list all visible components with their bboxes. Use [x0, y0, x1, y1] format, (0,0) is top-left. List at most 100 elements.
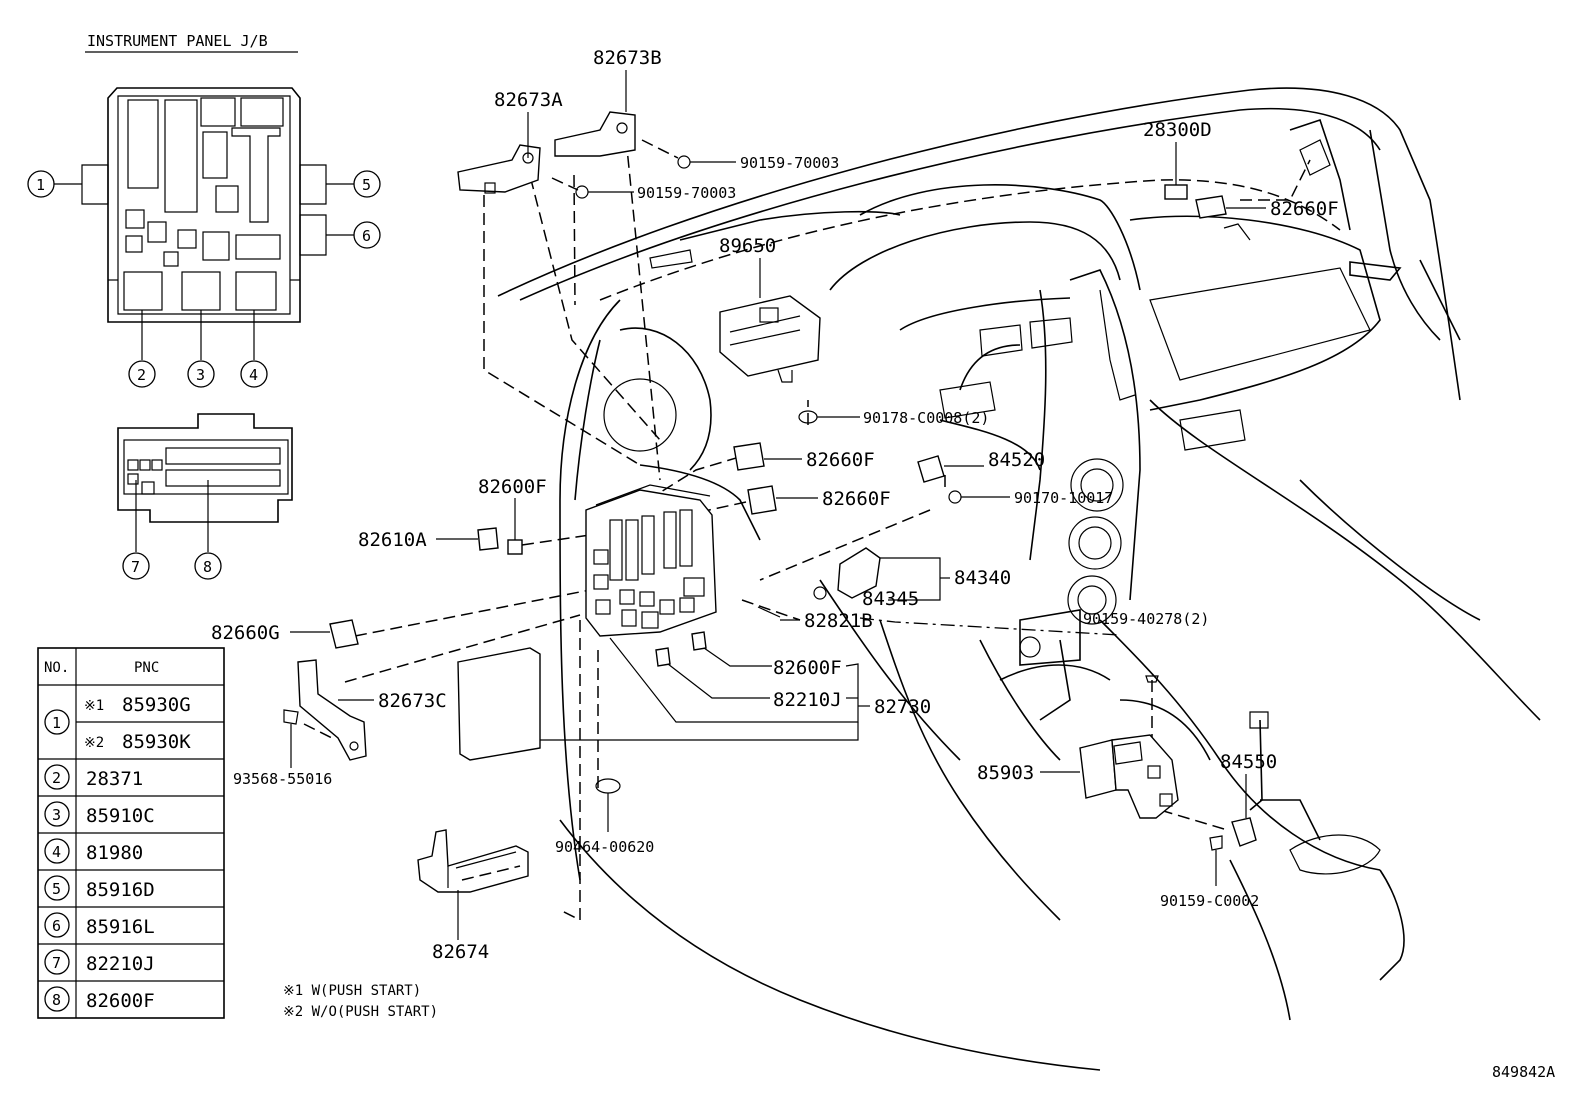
screw-icon	[551, 177, 634, 199]
nut-icon	[948, 490, 1010, 504]
part-82660g	[290, 619, 359, 649]
jb-callout-4: 4	[240, 310, 268, 388]
label-82821b: 82821B	[804, 610, 873, 632]
label-90178-c0008: 90178-C0008(2)	[863, 409, 989, 427]
table-row-no: 2	[52, 769, 61, 787]
svg-text:4: 4	[249, 366, 258, 384]
part-82673b-bracket	[554, 70, 636, 157]
table-row-pnc: 85930K	[122, 731, 191, 753]
part-82210j	[655, 647, 770, 699]
table-row-no: 4	[52, 843, 61, 861]
label-93568-55016: 93568-55016	[233, 770, 332, 788]
bolt-icon	[283, 709, 299, 768]
svg-text:6: 6	[362, 227, 371, 245]
part-82660f-a	[733, 442, 802, 471]
label-82673c: 82673C	[378, 690, 447, 712]
clamp-icon	[595, 778, 621, 832]
label-82600f-a: 82600F	[478, 476, 547, 498]
label-82673a: 82673A	[494, 89, 563, 111]
label-82660g: 82660G	[211, 622, 280, 644]
table-row-no: 1	[52, 714, 61, 732]
table-row-mark: ※2	[84, 735, 104, 751]
part-84340-switch	[813, 547, 950, 601]
part-82600f-b	[691, 631, 772, 667]
leader-82730	[538, 637, 870, 741]
label-90159-40278: 90159-40278(2)	[1083, 610, 1209, 628]
label-82673b: 82673B	[593, 47, 662, 69]
label-82600f-b: 82600F	[773, 657, 842, 679]
label-82660f-b: 82660F	[822, 488, 891, 510]
table-row-no: 3	[52, 806, 61, 824]
part-82610a	[436, 527, 499, 551]
svg-text:7: 7	[131, 558, 140, 576]
label-28300d: 28300D	[1143, 119, 1212, 141]
diagram-code: 849842A	[1492, 1063, 1555, 1081]
screw-icon	[1209, 835, 1223, 886]
part-28300d-connector	[1164, 142, 1188, 200]
label-85903: 85903	[977, 762, 1034, 784]
table-row-pnc: 82210J	[86, 953, 155, 975]
note-without-push-start: ※2 W/O(PUSH START)	[283, 1004, 438, 1020]
jb-callout-8: 8	[194, 480, 222, 580]
svg-text:2: 2	[137, 366, 146, 384]
table-header-pnc: PNC	[134, 660, 159, 676]
table-row-pnc: 28371	[86, 768, 143, 790]
part-84550-switch	[1231, 774, 1257, 847]
svg-text:1: 1	[36, 176, 45, 194]
part-85903-module	[1040, 734, 1179, 819]
part-89650-module	[719, 258, 821, 383]
table-row-pnc: 85910C	[86, 805, 155, 827]
jb-callout-3: 3	[187, 310, 215, 388]
label-89650: 89650	[719, 235, 776, 257]
junction-block-top-view	[81, 87, 327, 323]
label-90159-70003-b: 90159-70003	[637, 184, 736, 202]
svg-text:5: 5	[362, 176, 371, 194]
jb-callout-6: 6	[326, 221, 381, 249]
table-header-no: NO.	[44, 660, 69, 676]
bolt-icon	[1145, 675, 1159, 683]
jb-callout-2: 2	[128, 310, 156, 388]
label-84345: 84345	[862, 588, 919, 610]
svg-text:3: 3	[196, 366, 205, 384]
label-82660f-a: 82660F	[806, 449, 875, 471]
jb-callout-1: 1	[27, 170, 82, 198]
part-82660f-b	[747, 485, 818, 515]
label-90159-c0002: 90159-C0002	[1160, 892, 1259, 910]
table-row-pnc: 85916L	[86, 916, 155, 938]
label-90159-70003-a: 90159-70003	[740, 154, 839, 172]
jb-callout-7: 7	[122, 480, 150, 580]
part-82660f-top	[1195, 195, 1266, 241]
label-84520: 84520	[988, 449, 1045, 471]
label-90464-00620: 90464-00620	[555, 838, 654, 856]
note-push-start: ※1 W(PUSH START)	[283, 983, 421, 999]
table-row-mark: ※1	[84, 698, 104, 714]
label-82210j: 82210J	[773, 689, 842, 711]
part-82730-junction-block	[585, 484, 717, 637]
screw-icon	[641, 139, 736, 169]
svg-text:8: 8	[203, 558, 212, 576]
jb-callout-5: 5	[326, 170, 381, 198]
table-row-no: 5	[52, 880, 61, 898]
label-82610a: 82610A	[358, 529, 427, 551]
jb-title: INSTRUMENT PANEL J/B	[87, 32, 268, 50]
label-82674: 82674	[432, 941, 489, 963]
part-ecu-cover	[457, 647, 541, 761]
junction-block-side-view	[117, 413, 293, 523]
part-82821b	[757, 606, 800, 621]
dashed-leaders	[344, 137, 1311, 922]
table-row-pnc: 82600F	[86, 990, 155, 1012]
label-84340: 84340	[954, 567, 1011, 589]
pnc-table: NO. PNC 1 ※1 85930G ※2 85930K 2 28371 3 …	[37, 647, 225, 1019]
label-82730: 82730	[874, 696, 931, 718]
table-row-pnc: 85916D	[86, 879, 155, 901]
part-82673a-bracket	[457, 112, 541, 194]
table-row-pnc: 85930G	[122, 694, 191, 716]
table-row-no: 7	[52, 954, 61, 972]
table-row-pnc: 81980	[86, 842, 143, 864]
table-row-no: 6	[52, 917, 61, 935]
part-82673c-bracket	[297, 659, 374, 761]
clip-icon	[798, 410, 860, 424]
label-90170-10017: 90170-10017	[1014, 489, 1113, 507]
dashboard-outline	[497, 87, 1541, 1071]
